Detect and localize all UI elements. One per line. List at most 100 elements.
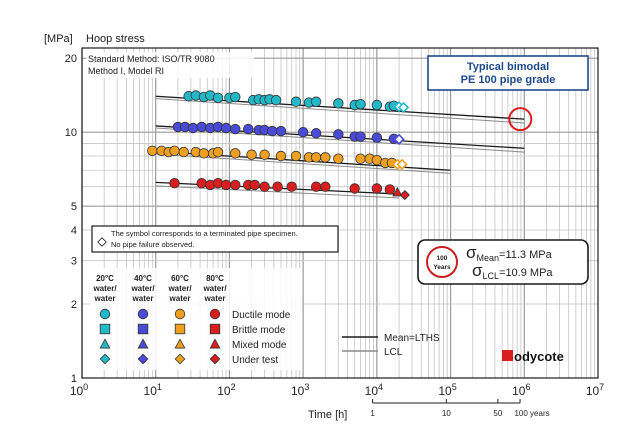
ductile-point (310, 96, 322, 107)
y-tick-label: 20 (65, 53, 77, 65)
legend-column-header: water/ (92, 284, 117, 293)
y-axis-unit: [MPa] (44, 33, 73, 45)
under-test-point (393, 133, 405, 145)
ductile-point (147, 145, 158, 156)
legend-diamond-marker (137, 353, 149, 365)
ductile-point (371, 132, 383, 143)
result-mean-text: σMean=11.3 MPa (466, 243, 553, 263)
x-tick-label: 104 (365, 382, 383, 398)
ductile-point (333, 153, 344, 164)
title-box (427, 55, 589, 91)
note-box-text: The symbol corresponds to a terminated p… (111, 229, 298, 238)
years-axis-label: 10 (442, 409, 451, 418)
legend-column-header: water (204, 294, 226, 303)
legend-square-marker (99, 323, 111, 335)
legend-triangle-marker (209, 338, 221, 349)
ductile-point (310, 152, 322, 163)
ductile-point (290, 96, 302, 107)
ductile-point (259, 149, 270, 160)
y-tick-label: 10 (65, 127, 77, 139)
y-tick-label: 2 (71, 299, 77, 311)
ductile-point (187, 122, 199, 134)
ductile-point (355, 131, 366, 142)
ductile-point (196, 178, 207, 189)
legend-row-label: Under test (232, 355, 278, 366)
legend-triangle-marker (137, 338, 149, 349)
ductile-point (349, 183, 360, 194)
legend-circle-marker (209, 308, 221, 320)
ductile-point (266, 125, 278, 137)
logo-text: odycote (514, 349, 564, 364)
badge-text: Years (433, 264, 451, 271)
line-legend-label: Mean=LTHS (384, 333, 440, 344)
legend-row-label: Brittle mode (232, 325, 286, 336)
ductile-point (333, 98, 344, 109)
mixed-point (392, 186, 403, 197)
legend-triangle-marker (99, 338, 111, 349)
legend-square-marker (137, 323, 149, 335)
logo-mark (502, 350, 513, 361)
legend-diamond-marker (209, 353, 221, 365)
under-test-point (396, 158, 408, 170)
ductile-point (230, 148, 241, 159)
ductile-point (286, 181, 297, 192)
ductile-point (169, 178, 180, 189)
badge-circle (426, 246, 458, 278)
ductile-point (220, 179, 232, 191)
ductile-point (275, 150, 287, 162)
ductile-point (320, 152, 331, 163)
ductile-point (297, 126, 309, 138)
legend-column-header: water/ (167, 284, 192, 293)
legend-diamond-marker (99, 353, 111, 365)
y-tick-label: 4 (71, 225, 77, 237)
note-box (91, 225, 339, 253)
x-tick-label: 103 (291, 382, 309, 398)
ductile-point (230, 123, 241, 135)
legend-column-header: water/ (202, 284, 227, 293)
ductile-point (169, 145, 180, 156)
line-legend-label: LCL (384, 347, 403, 358)
x-tick-label: 105 (438, 382, 456, 398)
ductile-point (230, 91, 241, 103)
y-axis-label: Hoop stress (86, 33, 145, 45)
ductile-point (310, 181, 322, 192)
x-tick-label: 101 (144, 382, 162, 398)
legend-column-header: 80°C (206, 274, 224, 283)
method-text-bg (86, 52, 254, 78)
legend-circle-marker (137, 308, 149, 320)
legend-column-header: 40°C (134, 274, 152, 283)
years-axis-label: 1 (370, 409, 375, 418)
legend-triangle-marker (174, 338, 186, 349)
legend-column-header: water (94, 294, 116, 303)
ductile-point (249, 179, 260, 191)
legend-column-header: 60°C (171, 274, 189, 283)
x-tick-label: 102 (217, 382, 235, 398)
marker-legend-bg (90, 268, 302, 370)
ductile-point (310, 128, 322, 139)
result-box (417, 239, 589, 285)
ductile-point (246, 149, 257, 160)
y-tick-label: 1 (71, 373, 77, 385)
x-tick-label: 107 (586, 382, 604, 398)
x-axis-label: Time [h] (308, 409, 347, 421)
ductile-point (243, 123, 254, 135)
ductile-point (275, 125, 287, 137)
ductile-point (371, 183, 383, 194)
ductile-point (384, 184, 396, 195)
ductile-point (259, 181, 270, 192)
legend-row-label: Ductile mode (232, 310, 291, 321)
target-circle (508, 107, 533, 132)
title-box-text: PE 100 pipe grade (461, 74, 556, 86)
legend-square-marker (174, 323, 186, 335)
x-tick-label: 106 (512, 382, 530, 398)
legend-column-header: 20°C (96, 274, 114, 283)
method-text: Standard Method: ISO/TR 9080 (88, 54, 215, 64)
legend-column-header: water (169, 294, 191, 303)
note-box-text: No pipe failure observed. (111, 240, 194, 249)
ductile-point (178, 146, 189, 158)
legend-row-label: Mixed mode (232, 340, 287, 351)
legend-column-header: water (132, 294, 154, 303)
x-tick-label: 100 (70, 382, 88, 398)
